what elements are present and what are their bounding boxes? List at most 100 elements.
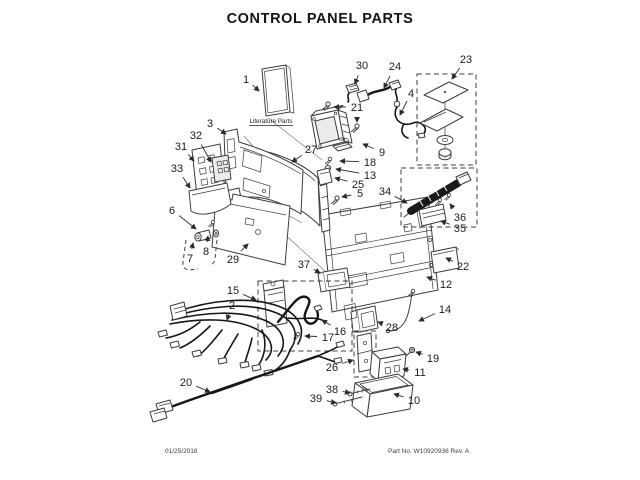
part-literature-card-1 (261, 64, 295, 117)
callout-36: 36 (449, 203, 466, 224)
part-hardware-kit-23 (416, 73, 477, 166)
callout-34: 34 (379, 186, 408, 204)
callout-number-35: 35 (454, 223, 466, 235)
callout-leader-7 (189, 242, 195, 250)
callout-27: 27 (291, 144, 317, 163)
callout-9: 9 (362, 143, 385, 159)
callout-leader-25 (334, 176, 348, 183)
callout-number-16: 16 (334, 326, 346, 338)
part-wire-14 (385, 288, 416, 334)
callout-leader-33 (182, 176, 191, 189)
callout-number-13: 13 (364, 170, 376, 182)
literature-parts-label: Literature Parts (249, 118, 292, 125)
part-bracket-28 (343, 303, 379, 333)
callout-number-22: 22 (457, 261, 469, 273)
callout-4: 4 (399, 88, 414, 116)
part-hose-kit-34 (400, 167, 478, 229)
callout-number-39: 39 (310, 393, 322, 405)
callout-leader-8 (204, 235, 211, 243)
callout-number-8: 8 (203, 246, 209, 258)
callout-leader-30 (353, 75, 360, 85)
callout-leader-20 (196, 385, 211, 393)
callout-21: 21 (333, 102, 363, 123)
callout-38: 38 (326, 384, 351, 396)
callout-number-9: 9 (379, 147, 385, 159)
part-bracket-37 (317, 267, 351, 293)
callout-number-25: 25 (352, 179, 364, 191)
part-bracket-kit-26 (353, 330, 377, 378)
callout-leader-32 (200, 144, 212, 163)
callout-number-11: 11 (414, 367, 425, 379)
callout-leader-3 (217, 127, 227, 135)
callout-number-6: 6 (169, 205, 175, 217)
callout-1: 1 (243, 74, 260, 92)
callout-19: 19 (415, 350, 439, 365)
callout-26: 26 (326, 358, 354, 374)
callout-leader-29 (240, 243, 249, 252)
callout-leader-9 (362, 143, 374, 149)
callout-2: 2 (225, 300, 235, 321)
callout-leader-5 (341, 193, 352, 199)
callout-32: 32 (190, 130, 212, 163)
callout-leader-13 (335, 166, 360, 174)
part-bracket-cluster-13-18-25 (316, 142, 353, 186)
callout-leader-31 (187, 154, 195, 162)
callout-25: 25 (334, 176, 364, 191)
callout-6: 6 (169, 205, 197, 230)
callout-number-23: 23 (460, 54, 472, 66)
callout-leader-12 (426, 275, 436, 282)
callout-number-28: 28 (386, 322, 398, 334)
footer-part-number: Part No. W10920936 Rev. A (388, 448, 470, 455)
callout-number-24: 24 (389, 61, 401, 73)
callout-12: 12 (426, 275, 452, 291)
callout-number-18: 18 (364, 157, 376, 169)
callout-leader-23 (451, 67, 461, 80)
callout-leader-24 (383, 75, 391, 89)
callout-number-21: 21 (351, 102, 363, 114)
part-wire-4 (393, 88, 427, 139)
callout-leader-4 (399, 100, 408, 116)
callout-leader-22 (445, 257, 454, 263)
callout-number-20: 20 (180, 377, 192, 389)
callout-16: 16 (321, 319, 346, 338)
callout-leader-34 (394, 195, 408, 204)
callout-23: 23 (451, 54, 472, 80)
part-trim-33 (188, 182, 232, 215)
callout-number-12: 12 (440, 279, 452, 291)
callout-leader-1 (252, 84, 260, 92)
callout-number-3: 3 (207, 118, 213, 130)
callout-number-31: 31 (175, 141, 187, 153)
page-title: CONTROL PANEL PARTS (226, 11, 414, 27)
callout-5: 5 (341, 188, 363, 200)
callout-leader-15 (242, 293, 257, 301)
callout-35: 35 (440, 219, 466, 235)
callout-3: 3 (207, 118, 227, 135)
callout-37: 37 (298, 259, 321, 274)
part-connector-30 (345, 82, 360, 103)
part-back-cover-29 (211, 193, 291, 266)
callout-13: 13 (335, 166, 376, 182)
callout-number-19: 19 (427, 353, 439, 365)
part-wire-harness-2 (157, 299, 323, 377)
callout-17: 17 (304, 332, 334, 344)
callout-number-14: 14 (439, 304, 451, 316)
callout-layer: 1234567891011121314151617181920212223242… (169, 54, 472, 407)
callout-number-30: 30 (356, 60, 368, 72)
callout-11: 11 (402, 366, 426, 379)
callout-leader-39 (326, 398, 337, 405)
callout-number-7: 7 (187, 253, 193, 265)
part-board-32 (211, 154, 232, 183)
footer-date: 01/25/2018 (165, 448, 198, 455)
part-harness-24 (356, 79, 402, 103)
callout-number-37: 37 (298, 259, 310, 271)
callout-leader-14 (418, 313, 436, 322)
callout-30: 30 (353, 60, 368, 85)
part-screw-5 (331, 195, 340, 205)
callout-33: 33 (171, 163, 191, 189)
part-vent-35 (416, 203, 447, 229)
callout-number-36: 36 (454, 212, 466, 224)
callout-number-10: 10 (408, 395, 420, 407)
callout-leader-10 (393, 392, 404, 399)
